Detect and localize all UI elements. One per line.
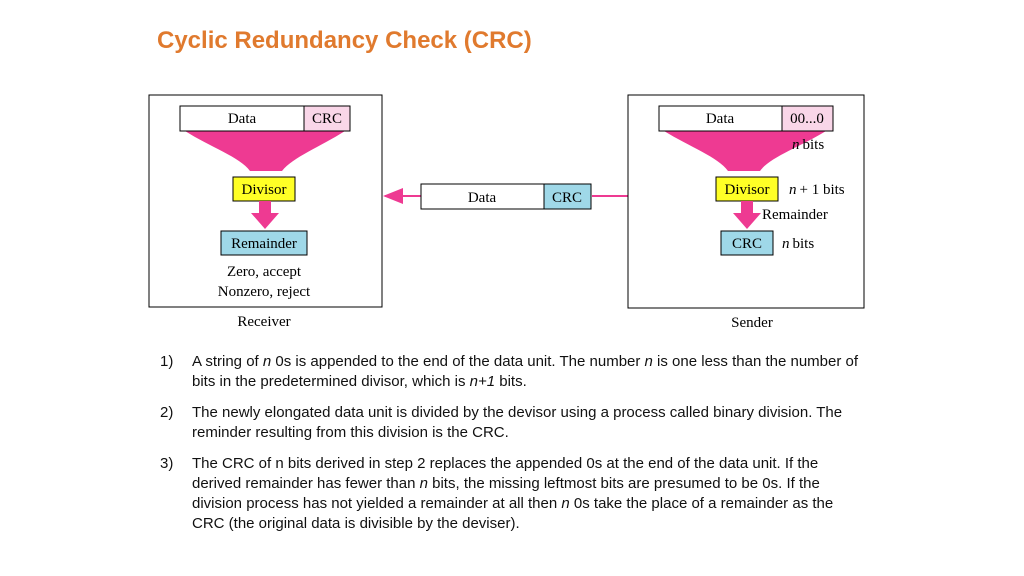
step-text: bits. [495,373,527,390]
receiver-divisor-box [232,176,296,202]
receiver-crc-label: CRC [312,111,342,127]
step-item: 3) The CRC of n bits derived in step 2 re… [160,454,860,534]
sender-crc-box [720,230,774,256]
step-text: n [419,475,428,492]
receiver-data-label: Data [228,111,257,127]
step-item: 2) The newly elongated data unit is divid… [160,403,860,443]
sender-data-label: Data [706,111,735,127]
sender-down-arrow [733,201,761,229]
sender-divisor-bits-text: n+ 1 bits [789,182,845,198]
step-text: n [561,495,570,512]
sender-divisor-box [715,176,779,202]
step-number: 3) [160,455,174,472]
receiver-remainder-box [220,230,308,256]
page-title: Cyclic Redundancy Check (CRC) [157,27,532,54]
step-text: The newly elongated data unit is divided… [192,404,843,441]
receiver-data-box [179,105,305,132]
sender-remainder-label: Remainder [762,207,828,223]
step-text: bits, the missing leftmost bits are pres… [192,475,820,512]
step-text: is one less than the number of bits in t… [192,353,859,390]
sender-zeros-label: 00...0 [790,111,824,127]
receiver-nonzero-text: Nonzero, reject [218,284,311,300]
sender-caption: Sender [731,315,773,331]
sender-divisor-label: Divisor [725,182,770,198]
sender-crc-label: CRC [732,236,762,252]
sender-funnel [664,131,826,171]
step-text: n [644,353,653,370]
receiver-divisor-label: Divisor [242,182,287,198]
channel-data-box [420,183,545,210]
receiver-down-arrow [251,201,279,229]
receiver-remainder-label: Remainder [231,236,297,252]
step-number: 2) [160,404,174,421]
receiver-funnel [185,131,345,171]
channel-crc-label: CRC [552,190,582,206]
step-text: A string of [192,353,263,370]
receiver-crc-box [303,105,351,132]
receiver-caption: Receiver [237,314,290,330]
channel-crc-box [543,183,592,210]
crc-diagram: Data CRC Divisor Remainder Zero, accept … [148,94,865,331]
steps-list: 1) A string of n 0s is appended to the en… [160,352,860,545]
step-text: n+1 [469,373,496,390]
sender-data-box [658,105,783,132]
step-text: The CRC of n bits derived in step 2 repl… [192,455,819,492]
step-text: 0s take the place of a remainder as the … [192,495,834,532]
receiver-zero-text: Zero, accept [227,264,302,280]
sender-zeros-box [781,105,834,132]
step-text: 0s is appended to the end of the data un… [271,353,645,370]
step-item: 1) A string of n 0s is appended to the en… [160,352,860,392]
channel-data-label: Data [468,190,497,206]
step-number: 1) [160,353,174,370]
step-text: n [262,353,272,370]
